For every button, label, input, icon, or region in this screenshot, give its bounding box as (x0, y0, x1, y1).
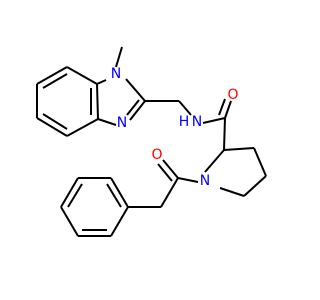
bond-cacyl-o-double (157, 163, 173, 182)
bond-cd-n (219, 187, 245, 197)
bond-cb-cg (253, 147, 267, 177)
bond-bz-4-inner (42, 113, 68, 130)
bond-ph-3 (60, 177, 79, 208)
bond-c3a-c7a (96, 83, 99, 120)
atom-h-amide: H (179, 114, 190, 130)
atom-n-amide: N (192, 114, 202, 130)
bond-ph-6 (110, 206, 129, 237)
atom-labels: N N N H O N O (111, 66, 239, 189)
bond-n1-c2 (125, 78, 146, 102)
bond-cg-cd (243, 175, 267, 197)
bond-cacyl-o (162, 159, 179, 179)
bond-ch2-nh (178, 100, 192, 116)
bond-methyl (115, 46, 123, 68)
structure-diagram: N N N H O N O (36, 46, 267, 237)
bond-ph-3-inner (67, 183, 83, 208)
atom-o-amide: O (227, 87, 238, 103)
bond-ph-4 (60, 206, 79, 237)
bond-cacyl-ch2 (160, 177, 179, 208)
bond-cco-o-double (218, 98, 226, 116)
bond-ph-1-inner (106, 183, 122, 208)
atom-o-acyl: O (151, 147, 162, 163)
bond-c2-n3 (129, 100, 146, 121)
bond-bz-5 (66, 118, 99, 137)
molecule-drawing: N N N H O N O (36, 46, 267, 237)
bond-c7a-n1 (96, 79, 107, 85)
bond-bz-4 (36, 117, 68, 137)
bond-n3-c3a (97, 118, 117, 126)
bond-n-ca (204, 149, 225, 173)
bond-bz-1 (66, 66, 98, 85)
atom-n-pyrrolidine: N (200, 173, 210, 189)
bond-ca-cb (223, 147, 255, 151)
bond-cco-ca (223, 117, 226, 151)
bond-nh-cco (202, 117, 226, 124)
bond-bz-2-inner (42, 73, 68, 89)
bond-cco-o (224, 100, 232, 119)
bond-c2-n3-inner (126, 99, 140, 116)
bond-layer (36, 46, 267, 237)
bond-n-cacyl (177, 177, 199, 183)
atom-n-methyl: N (111, 66, 121, 82)
bond-ph-1 (110, 177, 129, 208)
atom-n-imidazole: N (117, 115, 127, 131)
bond-bz-2 (36, 66, 68, 85)
